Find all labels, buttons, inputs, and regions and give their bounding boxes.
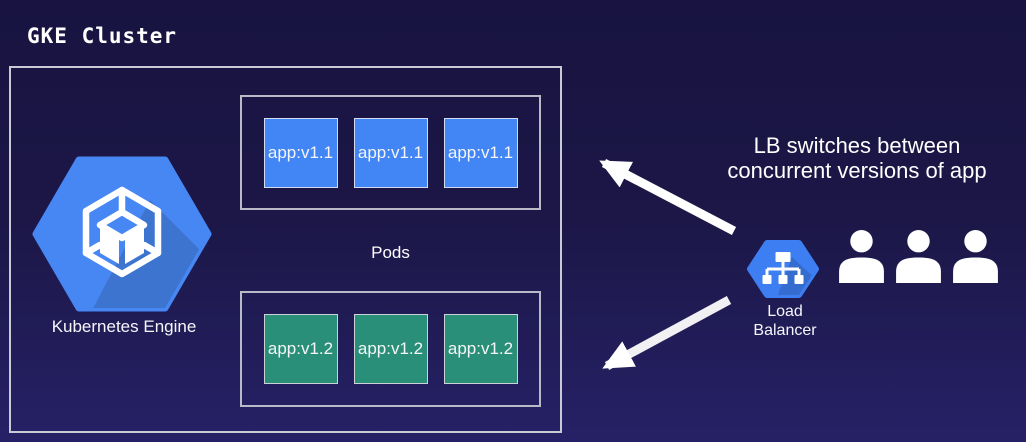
annotation-line2: concurrent versions of app: [727, 158, 987, 183]
pod-app-v1-2: app:v1.2: [443, 314, 518, 384]
load-balancer-label-line1: Load: [767, 303, 803, 320]
pods-label: Pods: [371, 243, 410, 262]
users-group: [838, 230, 1003, 288]
arrow-lb-to-v2-pods: [602, 296, 732, 370]
load-balancer-label-line2: Balancer: [753, 322, 817, 339]
user-icon: [838, 230, 885, 288]
pod-app-v1-2: app:v1.2: [353, 314, 428, 384]
kubernetes-engine-icon: [32, 154, 212, 314]
pods-row-v2-box: app:v1.2 app:v1.2 app:v1.2: [240, 291, 541, 407]
pod-app-v1-2: app:v1.2: [263, 314, 338, 384]
pods-row-v1-box: app:v1.1 app:v1.1 app:v1.1: [240, 95, 541, 210]
pod-app-v1-1: app:v1.1: [353, 117, 428, 188]
page-title: GKE Cluster: [27, 24, 178, 48]
gke-cluster-box: Kubernetes Engine app:v1.1 app:v1.1 app:…: [9, 66, 562, 433]
annotation-line1: LB switches between: [753, 133, 961, 158]
pod-app-v1-1: app:v1.1: [443, 117, 518, 188]
kubernetes-engine-label: Kubernetes Engine: [51, 317, 197, 336]
pod-app-v1-1: app:v1.1: [263, 117, 338, 188]
load-balancer-icon: [746, 238, 820, 300]
load-balancer-label: Load Balancer: [723, 302, 847, 340]
user-icon: [952, 230, 999, 288]
user-icon: [895, 230, 942, 288]
annotation-text: LB switches between concurrent versions …: [688, 133, 1026, 183]
